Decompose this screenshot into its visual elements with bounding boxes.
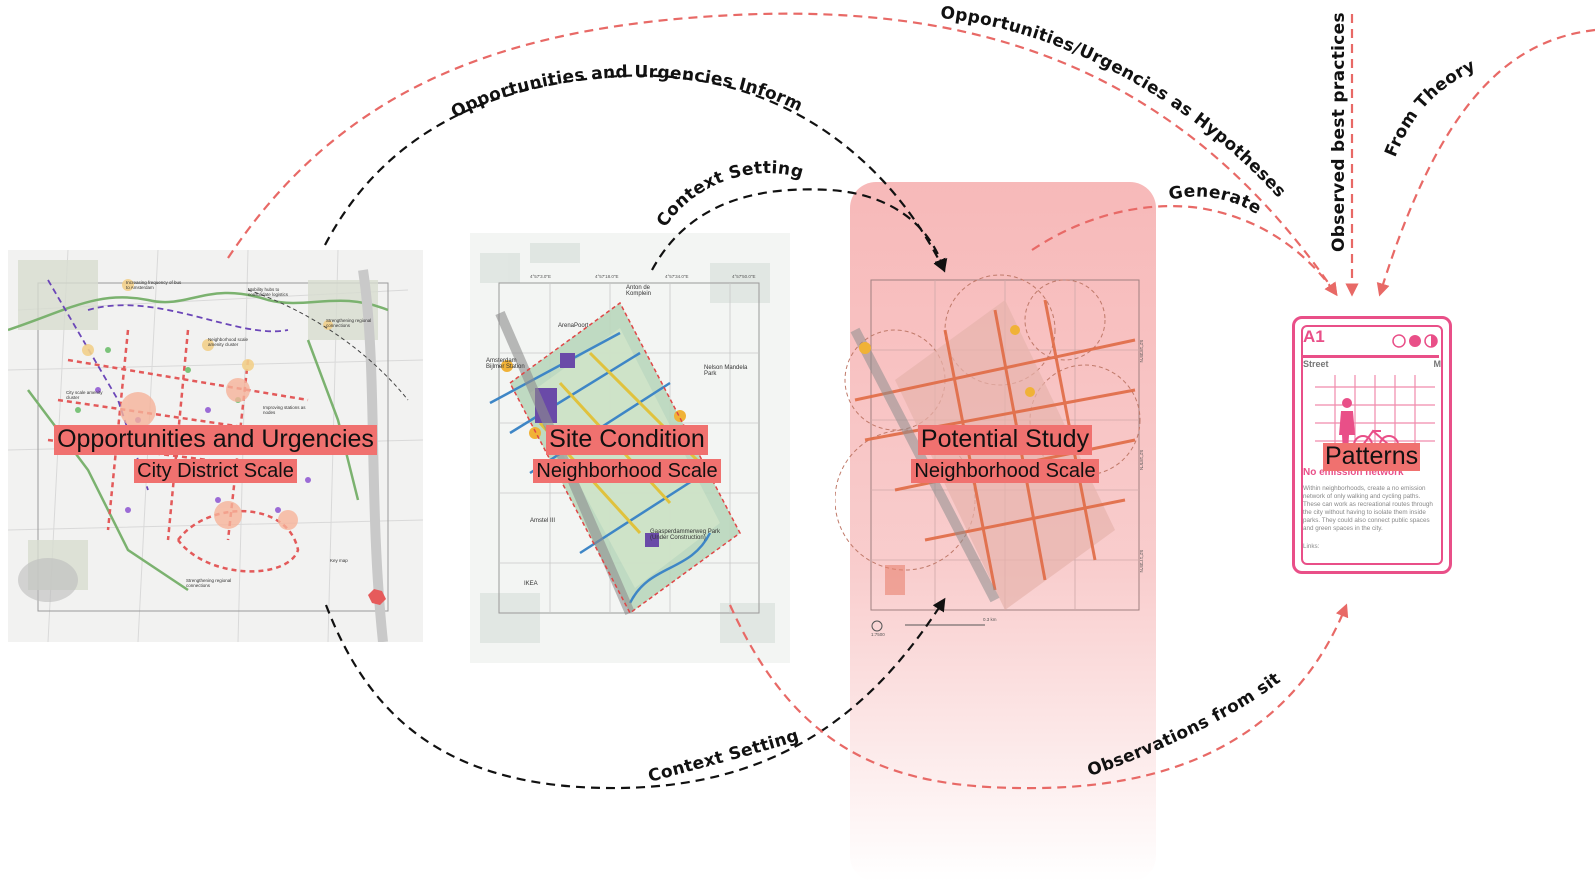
card-category: Street bbox=[1303, 359, 1329, 369]
coord-label: 52°17'35"N bbox=[1139, 550, 1144, 573]
flow-label-hypotheses: Opportunities/Urgencies as Hypotheses bbox=[939, 3, 1289, 202]
map-label: Increasing frequency of bus to Amsterdam bbox=[126, 280, 182, 290]
coord-label: 52°18'5"N bbox=[1139, 450, 1144, 471]
map-label: Gaasperdammerweg Park (Under Constructio… bbox=[650, 529, 721, 541]
flow-label-context-setting-bottom: Context Setting bbox=[646, 726, 801, 787]
card-divider bbox=[1303, 355, 1439, 358]
flow-label-best-practices: Observed best practices bbox=[1329, 12, 1349, 252]
card-name: No emission network bbox=[1303, 467, 1404, 478]
panel-subtitle: Neighborhood Scale bbox=[533, 458, 721, 483]
scale-label: 1:7500 bbox=[871, 632, 885, 637]
site-condition-map: Anton de Komplein ArenaPoort Amsterdam B… bbox=[470, 233, 790, 663]
map-label: City scale amenity cluster bbox=[66, 390, 103, 400]
cyclist-icon bbox=[1315, 375, 1435, 461]
panel-subtitle: Neighborhood Scale bbox=[911, 458, 1099, 483]
panel-caption-study: Potential Study Neighborhood Scale bbox=[850, 425, 1160, 483]
flow-label-from-theory: From Theory bbox=[1381, 56, 1479, 160]
panel-title: Opportunities and Urgencies bbox=[54, 425, 377, 455]
coord-label: 4°57'3.0"E bbox=[530, 274, 552, 279]
panel-title: Site Condition bbox=[546, 425, 708, 455]
coord-label: 4°57'18.0"E bbox=[595, 274, 619, 279]
coord-label: 52°18'35"N bbox=[1139, 340, 1144, 363]
card-size: M bbox=[1433, 359, 1442, 369]
coord-label: 4°57'50.0"E bbox=[732, 274, 756, 279]
map-label: Improving stations as nodes bbox=[263, 405, 306, 415]
flow-label-observations: Observations from site bbox=[0, 0, 1284, 781]
card-code: A1 bbox=[1303, 327, 1325, 346]
map-label: Strengthening regional connections bbox=[186, 578, 232, 588]
card-description: Within neighborhoods, create a no emissi… bbox=[1303, 485, 1433, 532]
panel-title: Potential Study bbox=[917, 425, 1093, 455]
map-label: Amsterdam Bijlmer Station bbox=[486, 358, 525, 370]
flow-label-informs: Opportunities and Urgencies Informs bbox=[0, 0, 806, 122]
map-label: Amstel III bbox=[530, 518, 556, 524]
panel-subtitle: City District Scale bbox=[134, 458, 297, 483]
map-label: Strengthening regional connections bbox=[326, 318, 372, 328]
card-frame bbox=[1301, 325, 1443, 565]
map-label: Neighborhood scale amenity cluster bbox=[208, 337, 249, 347]
map-label: ArenaPoort bbox=[558, 323, 589, 329]
panel-caption-site: Site Condition Neighborhood Scale bbox=[468, 425, 786, 483]
patterns-label: Patterns bbox=[1323, 442, 1421, 471]
scale-label: 0.3 km bbox=[983, 617, 997, 622]
map-label: Nelson Mandela Park bbox=[704, 365, 748, 377]
map-label: Mobility hubs to consolidate logistics bbox=[248, 287, 289, 297]
pattern-card[interactable]: A1 Street M No emission network Within n… bbox=[1292, 316, 1452, 574]
flow-label-context-setting-top: Context Setting bbox=[653, 158, 806, 231]
flow-label-generate: Generate bbox=[1167, 181, 1265, 218]
coord-label: 4°57'34.0"E bbox=[665, 274, 689, 279]
panel-caption-city: Opportunities and Urgencies City Distric… bbox=[8, 425, 423, 483]
card-links: Links: bbox=[1303, 543, 1320, 550]
card-rating-icon bbox=[1392, 334, 1438, 348]
map-label: IKEA bbox=[524, 581, 538, 587]
map-label: Anton de Komplein bbox=[626, 285, 652, 297]
map-label: Key map bbox=[330, 558, 348, 563]
